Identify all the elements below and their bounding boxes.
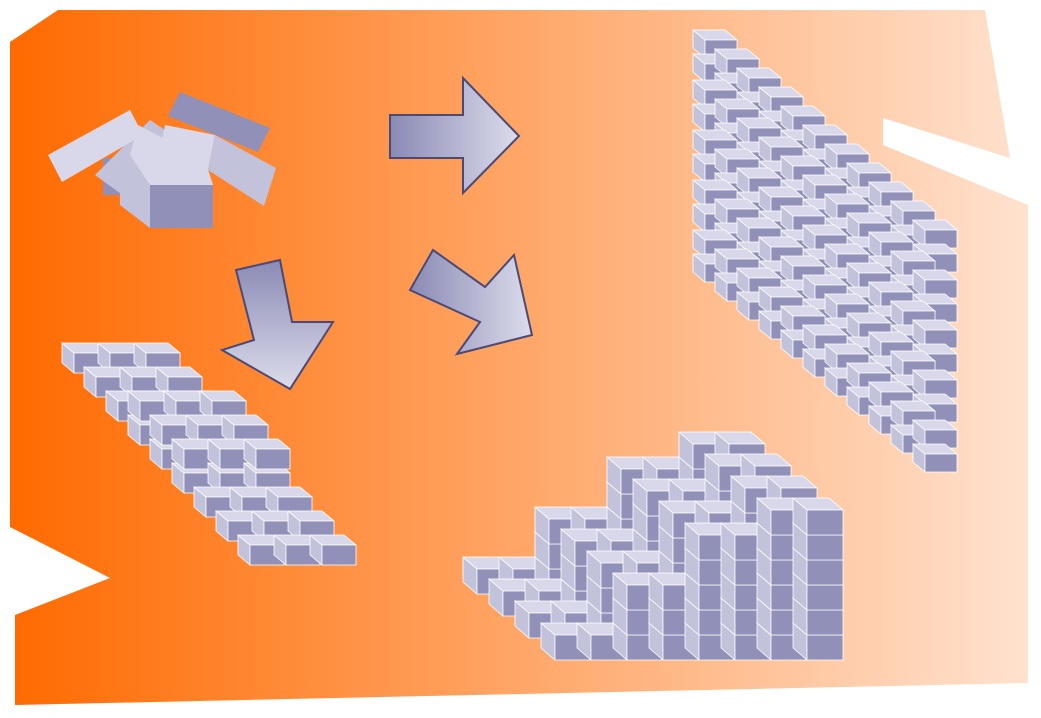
cube xyxy=(911,269,959,299)
cube xyxy=(911,319,959,349)
cube xyxy=(911,419,959,449)
arrow-right xyxy=(389,75,521,196)
cube xyxy=(911,443,959,473)
stair-blocks-left xyxy=(60,342,358,566)
cube xyxy=(911,369,959,399)
cube xyxy=(286,510,336,542)
stair-blocks-right xyxy=(461,431,845,661)
brick-wall xyxy=(691,29,959,473)
cube xyxy=(911,219,959,249)
cube xyxy=(308,534,358,566)
cube xyxy=(272,534,322,566)
arrow-down xyxy=(219,258,335,391)
loose-blocks-pile xyxy=(48,92,276,228)
cube xyxy=(242,438,292,470)
arrow-diagonal xyxy=(408,248,534,356)
cube xyxy=(791,497,845,536)
cube xyxy=(889,350,937,380)
